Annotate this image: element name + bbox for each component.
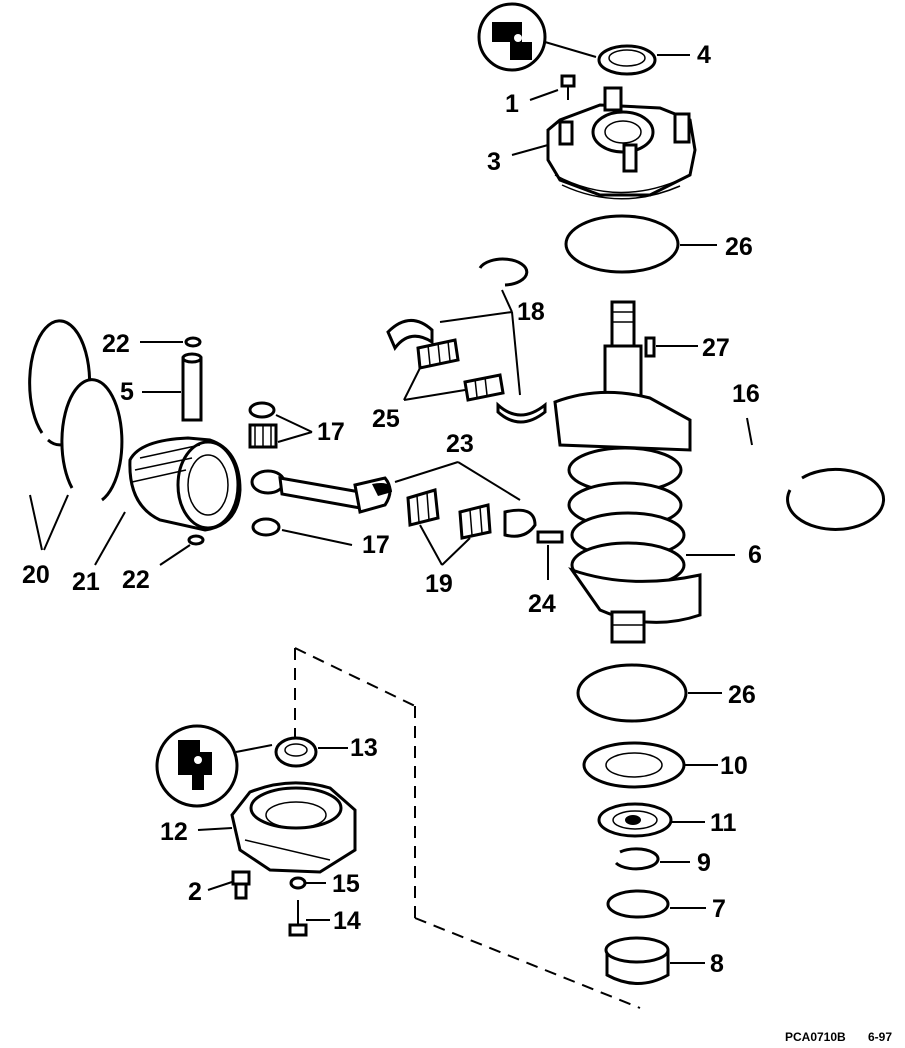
callout-15: 15 — [332, 870, 360, 898]
part-10-plate — [582, 741, 686, 789]
part-12-lower-bearing-housing — [230, 781, 357, 874]
callout-1: 1 — [505, 90, 519, 118]
part-16-retaining-ring — [786, 467, 886, 531]
callout-22b: 22 — [122, 566, 150, 594]
part-25-needle-bearing — [416, 338, 460, 370]
callout-5: 5 — [120, 378, 134, 406]
callout-26b: 26 — [728, 681, 756, 709]
part-22-clip-lower — [187, 534, 205, 546]
part-17-needle-bearing — [248, 423, 278, 449]
callout-19: 19 — [425, 570, 453, 598]
part-21-piston — [128, 436, 242, 532]
alignment-lines — [294, 647, 641, 1009]
figure-date: 6-97 — [868, 1030, 892, 1044]
part-25-needle-bearing-lower — [463, 373, 505, 402]
part-2-screw — [231, 870, 251, 900]
callout-27: 27 — [702, 334, 730, 362]
part-20-piston-ring-second — [60, 378, 124, 502]
part-11-ball-bearing — [597, 802, 673, 838]
connecting-rod — [250, 469, 392, 514]
part-23-rod-cap — [503, 508, 537, 538]
part-18-bearing-half — [386, 319, 434, 351]
callout-22a: 22 — [102, 330, 130, 358]
part-26-o-ring-lower — [576, 663, 688, 723]
part-19-bearing-cage-second — [458, 503, 492, 540]
part-17-washer-upper — [248, 401, 276, 419]
callout-9: 9 — [697, 849, 711, 877]
part-26-o-ring-upper — [564, 214, 680, 274]
part-7-seal — [606, 889, 670, 919]
callout-13: 13 — [350, 734, 378, 762]
part-5-piston-pin — [181, 352, 203, 422]
part-15-washer — [289, 876, 307, 890]
part-3-upper-bearing-housing — [546, 86, 697, 200]
part-18-retaining-ring — [478, 257, 529, 287]
part-22-clip-upper — [184, 336, 202, 348]
part-9-snap-ring — [614, 847, 660, 871]
callout-12: 12 — [160, 818, 188, 846]
figure-code: PCA0710B — [785, 1030, 846, 1044]
sealant-icon-bottom — [155, 724, 273, 808]
callout-10: 10 — [720, 752, 748, 780]
callout-17b: 17 — [362, 531, 390, 559]
part-18-bearing-half-lower — [496, 401, 547, 424]
callout-24: 24 — [528, 590, 556, 618]
part-17-washer-lower — [251, 517, 281, 537]
part-4-seal — [597, 44, 657, 76]
callout-26a: 26 — [725, 233, 753, 261]
callout-7: 7 — [712, 895, 726, 923]
callout-14: 14 — [333, 907, 361, 935]
callout-21: 21 — [72, 568, 100, 596]
callout-16: 16 — [732, 380, 760, 408]
callout-6: 6 — [748, 541, 762, 569]
callout-4: 4 — [697, 41, 711, 69]
callout-11: 11 — [710, 809, 737, 837]
callout-8: 8 — [710, 950, 724, 978]
part-6-crankshaft — [553, 300, 702, 644]
callout-17a: 17 — [317, 418, 345, 446]
part-27-key — [644, 336, 656, 358]
sealant-icon-top — [477, 2, 597, 72]
callout-23: 23 — [446, 430, 474, 458]
callout-18: 18 — [517, 298, 545, 326]
callout-2: 2 — [188, 878, 202, 906]
callout-25: 25 — [372, 405, 400, 433]
callout-20: 20 — [22, 561, 50, 589]
part-24-screw — [536, 530, 564, 544]
callout-3: 3 — [487, 148, 501, 176]
part-14-bolt — [288, 900, 308, 937]
part-1-screw — [560, 74, 576, 100]
part-8-sleeve — [604, 936, 670, 985]
part-13-seal — [274, 736, 318, 768]
part-19-bearing-cage — [406, 488, 440, 527]
